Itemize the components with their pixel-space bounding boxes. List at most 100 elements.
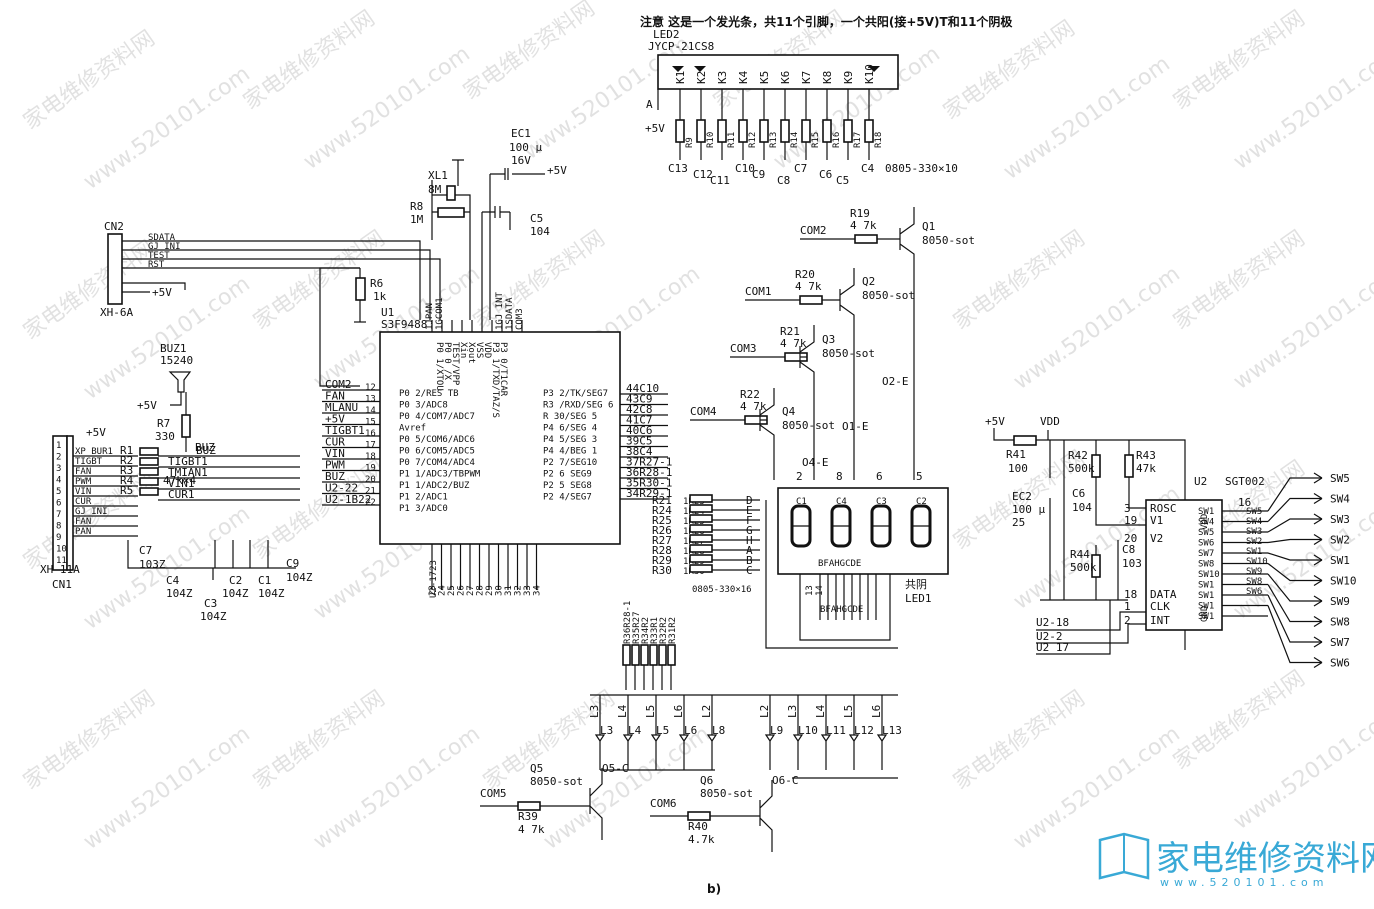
led2-resistor-name: R14	[790, 132, 800, 148]
u2-left-num: 19	[1124, 514, 1137, 527]
ec1-voltage: 16V	[511, 154, 531, 167]
led2-cap-name: C5	[836, 174, 849, 187]
cn1-res-name: R1	[120, 444, 133, 457]
u1-left-net: MLANU	[325, 401, 358, 414]
u2-inner-sw: SW9	[1246, 567, 1262, 577]
cn1-resistor	[139, 487, 159, 496]
led-strip-top: L4	[616, 704, 629, 718]
seg-resistor	[689, 554, 713, 563]
led-strip-top: L3	[786, 705, 799, 718]
buz-name: BUZ1	[160, 342, 187, 355]
u1-right-num: 42C8	[626, 403, 653, 416]
seg-res-letter: F	[746, 514, 753, 527]
led2-cap-name: C13	[668, 162, 688, 175]
cn1-net: PWM	[75, 477, 92, 487]
led-strip-name: L4	[628, 724, 642, 737]
arrow-icon	[1313, 513, 1323, 525]
u1-bottom-num: 33	[523, 585, 533, 596]
cn1-net: FAN	[75, 517, 91, 527]
led1-digit-name: C1	[796, 497, 807, 507]
u1-top-pin: COM3	[515, 308, 525, 330]
seg-res-name: R30	[652, 564, 672, 577]
led1-seg-label: BFAHGCDE	[818, 559, 861, 569]
driver-r-name: R22	[740, 388, 760, 401]
u1-top-pin: 1SDATA	[505, 297, 515, 330]
u1-right-num: 38C4	[626, 445, 653, 458]
u2-left-num: 2	[1124, 614, 1131, 627]
u2-inner-sw: SW2	[1246, 537, 1262, 547]
u1-right-pin: P4 5/SEG 3	[543, 435, 597, 445]
u1-right-pin: P2 7/SEG10	[543, 458, 597, 468]
bottom-caps: C7 103Z C4 104Z C3 104Z C2 104Z C1 104Z …	[127, 540, 313, 623]
u2-net-17: U2 17	[1036, 641, 1069, 654]
u1-right-pin: P2 6 SEG9	[543, 470, 592, 480]
led-strip-top: L3	[588, 705, 601, 718]
led1-digit-name: C3	[876, 497, 887, 507]
switch-label: SW5	[1330, 472, 1350, 485]
led2-resistor	[780, 119, 790, 143]
led2-resistor	[864, 119, 874, 143]
driver-part: 8050-sot	[862, 289, 915, 302]
seg-res-name: R21	[652, 494, 672, 507]
c9-name: C9	[286, 557, 299, 570]
watermark-text: 家电维修资料网	[1169, 666, 1310, 775]
u2-right-pin: SW10	[1198, 570, 1220, 580]
r8-name: R8	[410, 200, 423, 213]
led2-cap-name: C9	[752, 168, 765, 181]
u1-right-num: 36R28-1	[626, 466, 672, 479]
driver-com: COM1	[745, 285, 772, 298]
seg-res-letter: D	[746, 494, 753, 507]
u2-vdd: VDD	[1200, 514, 1210, 530]
cn2-name: CN2	[104, 220, 124, 233]
cn1-right-net: CUR1	[168, 488, 195, 501]
led2-resistor	[738, 119, 748, 143]
buz-part: 15240	[160, 354, 193, 367]
u1-left-num: 13	[365, 395, 376, 405]
led2-resistor-name: R15	[811, 132, 821, 148]
arrow-icon	[1313, 615, 1323, 628]
cn1-pin-num: 5	[56, 487, 61, 497]
c3-value: 104Z	[200, 610, 227, 623]
xtal-freq: 8M	[428, 183, 442, 196]
u2-right-pin: SW1	[1198, 612, 1214, 622]
c8-value: 103	[1122, 557, 1142, 570]
u2-left-pin: V1	[1150, 514, 1163, 527]
led2-cap-name: C7	[794, 162, 807, 175]
watermark-text: 家电维修资料网	[19, 236, 160, 345]
led-strip-name: L9	[770, 724, 783, 737]
seg-resistor	[689, 494, 713, 503]
led2-resistor-name: R17	[853, 132, 863, 148]
cn1-res-name: R5	[120, 484, 133, 497]
r6-name: R6	[370, 277, 383, 290]
seg-res-name: R24	[652, 504, 672, 517]
led2-body	[657, 54, 899, 90]
seg-resistor	[689, 514, 713, 523]
led-driver-q: Q5	[530, 762, 543, 775]
u2-right-pin: SW1	[1198, 581, 1214, 591]
u1-inner-pin: Xin	[458, 342, 468, 358]
led-strip-name: L6	[684, 724, 697, 737]
cn1-pin-num: 11	[56, 556, 67, 566]
r6-resistor: R6 1k	[354, 268, 387, 323]
led-driver-q: Q6	[700, 774, 713, 787]
u1-inner-pin: P3 0/T1CAR	[498, 342, 508, 397]
led-driver-rv: 4 7k	[518, 823, 545, 836]
led-strip-name: L3	[600, 724, 613, 737]
led2-resistor	[822, 119, 832, 143]
led2-cap-name: C10	[735, 162, 755, 175]
u1-inner-pin: VSS	[474, 342, 484, 358]
u1-left-num: 19	[365, 464, 376, 474]
arrow-icon	[1313, 636, 1323, 648]
r42-value: 500k	[1068, 462, 1095, 475]
u1-bottom-num: 28	[476, 585, 486, 596]
u2-gnd: GND	[1200, 606, 1210, 622]
cn1-resistor	[139, 457, 159, 466]
driver-r-value: 4 7k	[795, 280, 822, 293]
ec1-value: 100 μ	[509, 141, 542, 154]
u1-right-num: 35R30-1	[626, 477, 672, 490]
u1-right-pin: R3 /RXD/SEG 6	[543, 401, 613, 411]
cn2-net-label: GJ INI	[148, 242, 181, 252]
u1-right-pin: P3 2/TK/SEG7	[543, 389, 608, 399]
u2-inner-sw: SW1	[1246, 547, 1262, 557]
